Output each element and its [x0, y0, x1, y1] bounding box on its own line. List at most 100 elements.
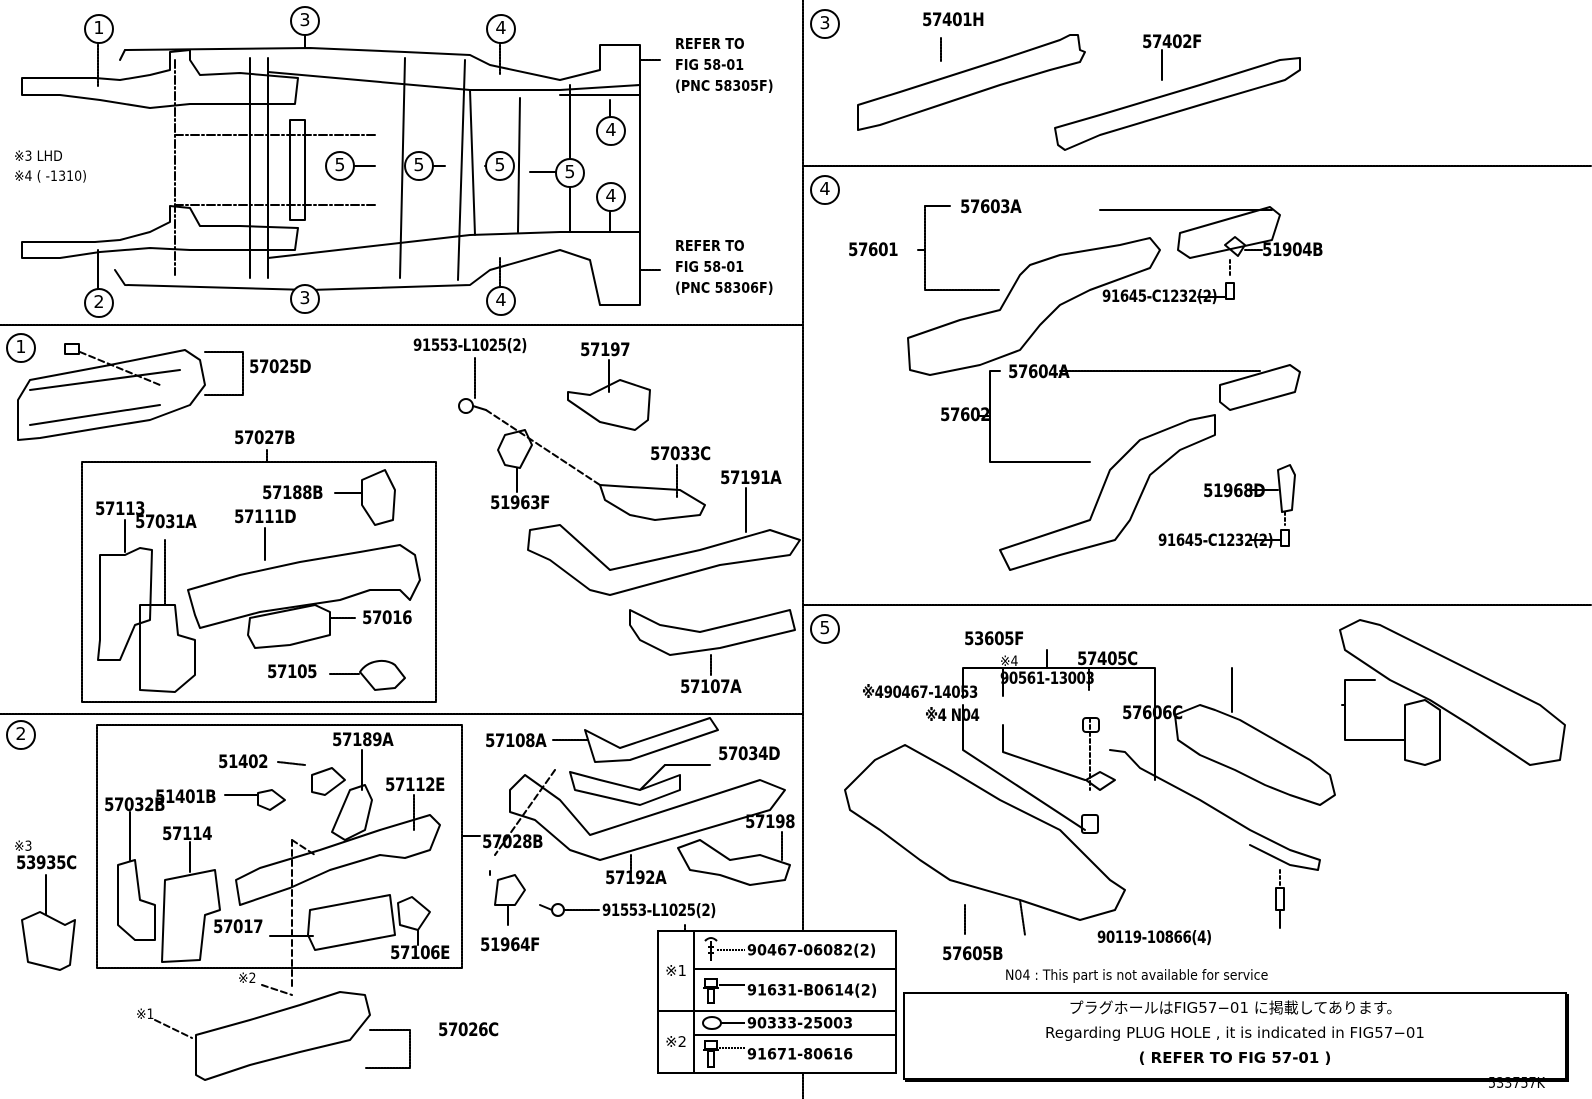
fastener-row[interactable]: 90467-06082(2)	[695, 932, 895, 970]
fastener-group-2-label: ※2	[659, 1012, 695, 1072]
part-57601[interactable]: 57601	[848, 239, 899, 261]
info-line-japanese: プラグホールはFIG57−01 に掲載してあります。	[1068, 999, 1402, 1017]
part-57034D[interactable]: 57034D	[718, 743, 781, 765]
part-57032B[interactable]: 57032B	[104, 794, 166, 816]
part-57031A[interactable]: 57031A	[135, 511, 197, 533]
section-2-marker: 2	[6, 720, 36, 750]
part-90561-13003[interactable]: 90561-13003	[1000, 669, 1095, 689]
refer-top-line3: (PNC 58305F)	[675, 77, 774, 95]
section-marker-4-right-lower[interactable]: 4	[596, 182, 626, 212]
info-line-english: Regarding PLUG HOLE , it is indicated in…	[1045, 1024, 1425, 1042]
part-53935C[interactable]: 53935C	[16, 852, 77, 874]
section-4-marker: 4	[810, 175, 840, 205]
plug-icon	[702, 1016, 745, 1030]
figure-id: 533757K	[1488, 1074, 1546, 1092]
fastener-table: ※1 ※2 90467-06082(2) 91631-B0614(2) 9033…	[657, 930, 897, 1074]
note-1-mark: ※1	[136, 1007, 155, 1023]
section-marker-3-top[interactable]: 3	[290, 6, 320, 36]
part-57401H[interactable]: 57401H	[922, 9, 985, 31]
part-57606C[interactable]: 57606C	[1122, 702, 1183, 724]
part-57113[interactable]: 57113	[95, 498, 146, 520]
part-57197[interactable]: 57197	[580, 339, 631, 361]
part-57107A[interactable]: 57107A	[680, 676, 742, 698]
part-51963F[interactable]: 51963F	[490, 492, 550, 514]
bolt-icon	[703, 1040, 745, 1068]
section-marker-4-top[interactable]: 4	[486, 14, 516, 44]
fastener-row[interactable]: 90333-25003	[695, 1012, 895, 1036]
overview-chassis	[21, 29, 661, 306]
part-57112E[interactable]: 57112E	[385, 774, 445, 796]
section-marker-3-bottom[interactable]: 3	[290, 284, 320, 314]
part-57604A[interactable]: 57604A	[1008, 361, 1070, 383]
section-2-artwork	[21, 717, 791, 1081]
part-51402[interactable]: 51402	[218, 751, 269, 773]
part-57603A[interactable]: 57603A	[960, 196, 1022, 218]
part-90119-10866[interactable]: 90119-10866(4)	[1097, 928, 1212, 948]
section-marker-2-bottom[interactable]: 2	[84, 288, 114, 318]
section-3-marker: 3	[810, 9, 840, 39]
part-57405C[interactable]: 57405C	[1077, 648, 1138, 670]
fastener-row[interactable]: 91631-B0614(2)	[695, 970, 895, 1012]
part-N04[interactable]: ※4 N04	[925, 706, 980, 726]
note-date-range: ※4 ( -1310)	[14, 169, 88, 185]
part-57106E[interactable]: 57106E	[390, 942, 450, 964]
section-4-artwork	[907, 205, 1301, 571]
refer-bottom-line2[interactable]: FIG 58-01	[675, 258, 745, 276]
part-57198[interactable]: 57198	[745, 811, 796, 833]
section-marker-5-d[interactable]: 5	[555, 158, 585, 188]
part-91645-C1232-b[interactable]: 91645-C1232(2)	[1158, 531, 1274, 551]
part-57192A[interactable]: 57192A	[605, 867, 667, 889]
part-91553-L1025-s2[interactable]: 91553-L1025(2)	[602, 901, 716, 921]
part-57025D[interactable]: 57025D	[249, 356, 312, 378]
part-57028B[interactable]: 57028B	[482, 831, 544, 853]
part-51904B[interactable]: 51904B	[1262, 239, 1324, 261]
part-51401B[interactable]: 51401B	[155, 786, 217, 808]
note-4-mark: ※4	[1000, 654, 1019, 670]
section-marker-5-a[interactable]: 5	[325, 151, 355, 181]
fastener-part-number: 90467-06082(2)	[747, 940, 877, 960]
section-1-marker: 1	[6, 333, 36, 363]
fastener-row[interactable]: 91671-80616	[695, 1036, 895, 1072]
fastener-part-number: 91671-80616	[747, 1044, 854, 1064]
part-57114[interactable]: 57114	[162, 823, 213, 845]
plug-hole-info-box: プラグホールはFIG57−01 に掲載してあります。 Regarding PLU…	[903, 992, 1567, 1080]
n04-availability-note: N04 : This part is not available for ser…	[1005, 968, 1269, 984]
part-90467-14053[interactable]: ※490467-14053	[862, 683, 978, 703]
part-57033C[interactable]: 57033C	[650, 443, 711, 465]
part-57105[interactable]: 57105	[267, 661, 318, 683]
part-57026C[interactable]: 57026C	[438, 1019, 499, 1041]
section-1-artwork	[17, 343, 801, 703]
note-3-mark: ※3	[14, 839, 33, 855]
refer-top-line2[interactable]: FIG 58-01	[675, 56, 745, 74]
part-57188B[interactable]: 57188B	[262, 482, 324, 504]
clip-icon	[704, 937, 745, 961]
part-51968D[interactable]: 51968D	[1203, 480, 1266, 502]
part-57602[interactable]: 57602	[940, 404, 991, 426]
part-53605F[interactable]: 53605F	[964, 628, 1024, 650]
section-marker-1-top[interactable]: 1	[84, 14, 114, 44]
part-91553-L1025-s1[interactable]: 91553-L1025(2)	[413, 336, 527, 356]
section-marker-5-b[interactable]: 5	[404, 151, 434, 181]
part-57016[interactable]: 57016	[362, 607, 413, 629]
section-marker-5-c[interactable]: 5	[485, 151, 515, 181]
fastener-part-number: 90333-25003	[747, 1013, 854, 1033]
info-line-refer[interactable]: ( REFER TO FIG 57-01 )	[1138, 1049, 1332, 1067]
part-57017[interactable]: 57017	[213, 916, 264, 938]
section-marker-4-right-upper[interactable]: 4	[596, 116, 626, 146]
section-marker-4-bottom[interactable]: 4	[486, 286, 516, 316]
section-5-marker: 5	[810, 614, 840, 644]
part-57108A[interactable]: 57108A	[485, 730, 547, 752]
part-57605B[interactable]: 57605B	[942, 943, 1004, 965]
fastener-group-1-label: ※1	[659, 932, 695, 1012]
refer-top-line1: REFER TO	[675, 35, 745, 53]
part-91645-C1232-a[interactable]: 91645-C1232(2)	[1102, 287, 1218, 307]
part-57189A[interactable]: 57189A	[332, 729, 394, 751]
part-57402F[interactable]: 57402F	[1142, 31, 1202, 53]
part-57111D[interactable]: 57111D	[234, 506, 297, 528]
part-51964F[interactable]: 51964F	[480, 934, 540, 956]
part-57191A[interactable]: 57191A	[720, 467, 782, 489]
fastener-part-number: 91631-B0614(2)	[747, 980, 878, 1000]
part-57027B[interactable]: 57027B	[234, 427, 296, 449]
